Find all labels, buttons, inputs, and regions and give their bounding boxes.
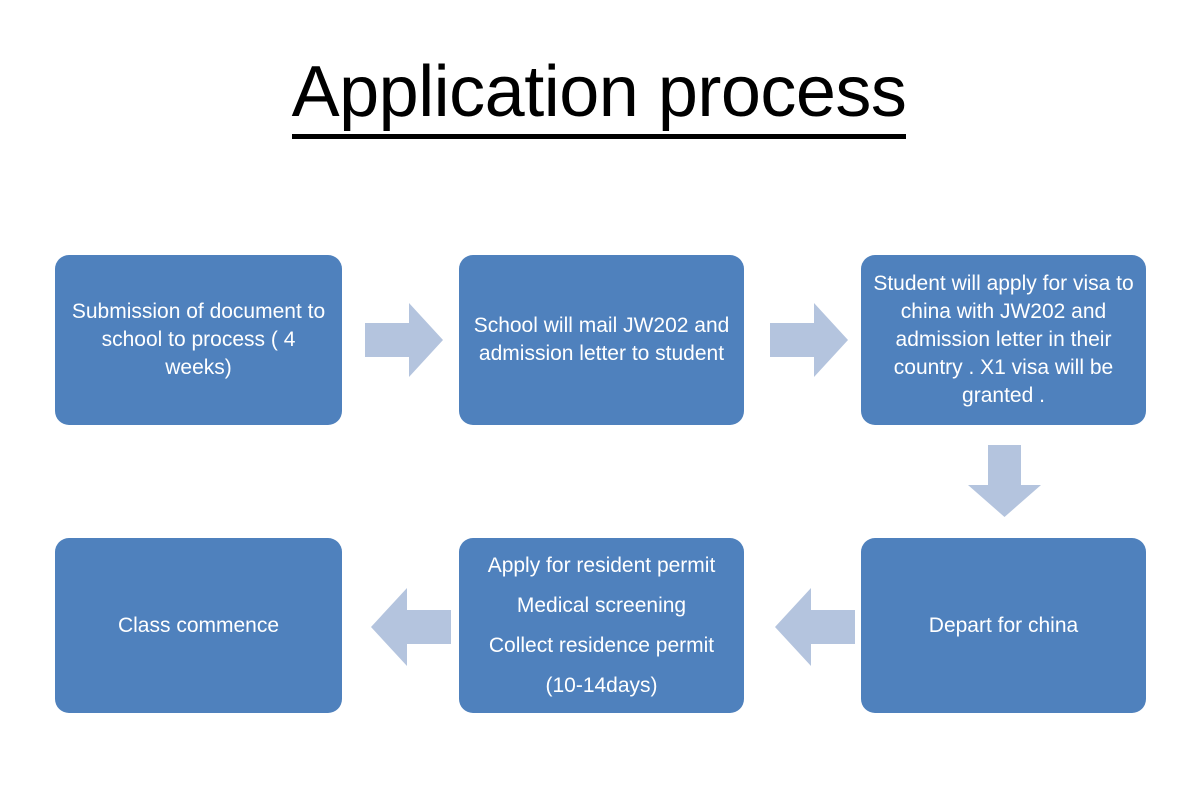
process-box-label: Class commence [117, 613, 280, 637]
page-title: Application process [0, 52, 1198, 139]
process-box-label: Student will apply for visa to china wit… [873, 272, 1134, 407]
process-box-mail-jw202[interactable]: School will mail JW202 and admission let… [459, 255, 744, 425]
arrow-right-icon [770, 303, 848, 377]
process-box-submission[interactable]: Submission of document to school to proc… [55, 255, 342, 425]
process-box-resident-permit[interactable]: Apply for resident permit Medical screen… [459, 538, 744, 713]
arrow-left-icon [775, 588, 855, 666]
process-box-label: Depart for china [928, 613, 1079, 637]
arrow-left-icon [371, 588, 451, 666]
arrow-down-icon [968, 445, 1041, 517]
page-title-text: Application process [291, 52, 907, 139]
process-box-label: Apply for resident permit Medical screen… [487, 553, 716, 697]
process-box-depart-china[interactable]: Depart for china [861, 538, 1146, 713]
arrow-right-icon [365, 303, 443, 377]
process-box-visa-apply[interactable]: Student will apply for visa to china wit… [861, 255, 1146, 425]
process-box-class-commence[interactable]: Class commence [55, 538, 342, 713]
process-box-label: School will mail JW202 and admission let… [473, 314, 730, 365]
process-box-label: Submission of document to school to proc… [71, 300, 326, 379]
